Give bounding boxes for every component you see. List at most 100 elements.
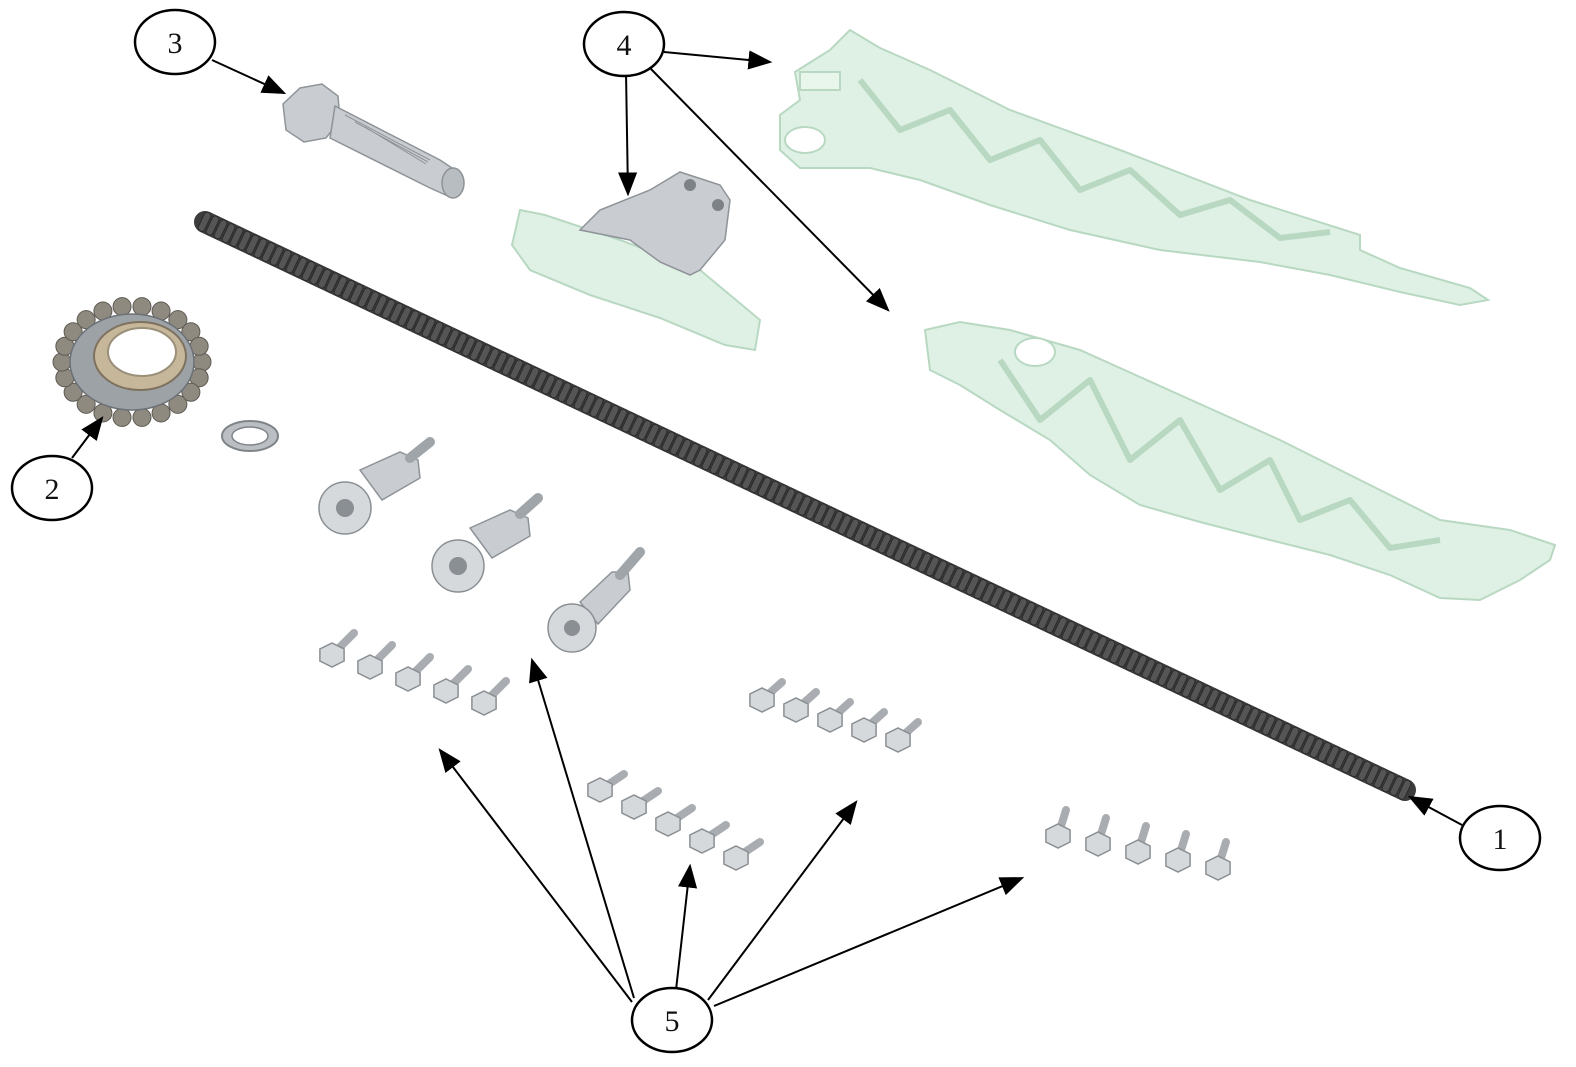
- chain-link: [453, 332, 468, 354]
- bolt-icon: [885, 727, 911, 753]
- chain-link: [549, 378, 564, 399]
- chain-link: [1229, 700, 1244, 721]
- chain-link: [925, 556, 940, 577]
- pivot-pin-icon: [547, 547, 645, 653]
- sprocket-tooth: [63, 322, 83, 342]
- callout-label: 2: [45, 473, 60, 506]
- chain-link: [1221, 696, 1236, 717]
- chain-link: [429, 321, 444, 342]
- sprocket-tooth: [112, 407, 132, 427]
- pivot-pin-icon: [318, 437, 435, 535]
- chain-link: [269, 245, 284, 266]
- chain-link: [805, 499, 820, 520]
- chain-link: [389, 302, 404, 323]
- chain-link: [253, 238, 268, 259]
- chain-link: [1309, 738, 1324, 759]
- chain-link: [877, 533, 892, 554]
- chain-link: [245, 234, 260, 255]
- chain-link: [1173, 673, 1188, 694]
- chain-link: [949, 567, 964, 588]
- chain-link: [917, 552, 932, 573]
- chain-link: [237, 230, 252, 251]
- leader-arrow-4b: [618, 71, 638, 197]
- bolt-icon: [471, 690, 497, 716]
- chain-link: [1365, 764, 1380, 785]
- chain-link: [933, 560, 948, 581]
- bolt-icon: [395, 666, 421, 692]
- chain-link: [1085, 632, 1100, 653]
- bolt-icon: [587, 777, 613, 803]
- chain-link: [573, 389, 588, 410]
- chain-link: [645, 423, 660, 444]
- sprocket-icon: [52, 297, 212, 427]
- chain-link: [349, 283, 364, 304]
- chain-link: [1013, 597, 1028, 619]
- chain-link: [445, 329, 460, 350]
- chain-link: [1237, 704, 1252, 725]
- chain-link: [741, 469, 756, 490]
- tensioner-rail-icon: [510, 171, 762, 352]
- chain-link: [725, 461, 740, 482]
- chain-link: [1245, 707, 1260, 728]
- chain-link: [693, 446, 708, 467]
- callout-label: 3: [168, 27, 183, 60]
- chain-link: [605, 404, 620, 425]
- bolt-icon: [851, 717, 877, 743]
- chain-link: [709, 454, 724, 475]
- chain-link: [501, 355, 516, 376]
- chain-link: [957, 571, 972, 592]
- pivot-pin-icon: [431, 493, 543, 593]
- chain-link: [869, 529, 884, 550]
- chain-link: [765, 480, 780, 501]
- leader-arrow-5a: [438, 748, 633, 1003]
- callout-3: 3: [133, 8, 217, 76]
- chain-link: [565, 385, 580, 407]
- chain-link: [893, 541, 908, 562]
- chain-link: [1029, 605, 1044, 626]
- leader-arrow-5c: [675, 863, 698, 991]
- chain-link: [333, 276, 348, 297]
- chain-link: [597, 401, 612, 422]
- chain-link: [1373, 768, 1388, 789]
- sprocket-tooth: [76, 394, 96, 414]
- chain-link: [1165, 669, 1180, 691]
- chain-link: [1037, 609, 1052, 630]
- chain-link: [1101, 639, 1116, 660]
- chain-link: [589, 397, 604, 418]
- bolt-icon: [1045, 823, 1071, 849]
- chain-link: [1093, 635, 1108, 656]
- chain-link: [901, 544, 916, 566]
- chain-link: [1181, 677, 1196, 698]
- sprocket-tooth: [112, 297, 132, 317]
- callout-4: 4: [582, 10, 666, 78]
- guide-rail-lower-icon: [923, 320, 1557, 602]
- chain-link: [989, 586, 1004, 607]
- chain-link: [1077, 628, 1092, 649]
- chain-link: [469, 340, 484, 361]
- chain-link: [301, 260, 316, 282]
- washer-icon: [221, 420, 279, 452]
- chain-link: [341, 279, 356, 300]
- chain-link: [885, 537, 900, 558]
- chain-link: [909, 548, 924, 569]
- chain-link: [357, 287, 372, 308]
- chain-link: [661, 431, 676, 452]
- chain-link: [493, 351, 508, 372]
- chain-link: [789, 491, 804, 513]
- chain-link: [973, 579, 988, 600]
- chain-link: [757, 476, 772, 497]
- chain-link: [1293, 730, 1308, 751]
- chain-link: [437, 325, 452, 346]
- chain-link: [1325, 745, 1340, 766]
- chain-link: [781, 488, 796, 509]
- chain-link: [293, 257, 308, 278]
- chain-link: [669, 435, 684, 456]
- chain-link: [1333, 749, 1348, 770]
- leader-arrow-5b: [529, 657, 635, 999]
- chain-link: [397, 306, 412, 327]
- sprocket-tooth: [52, 352, 72, 372]
- chain-link: [1061, 620, 1076, 641]
- leader-arrow-2: [71, 416, 104, 459]
- leader-arrow-5e: [713, 877, 1025, 1007]
